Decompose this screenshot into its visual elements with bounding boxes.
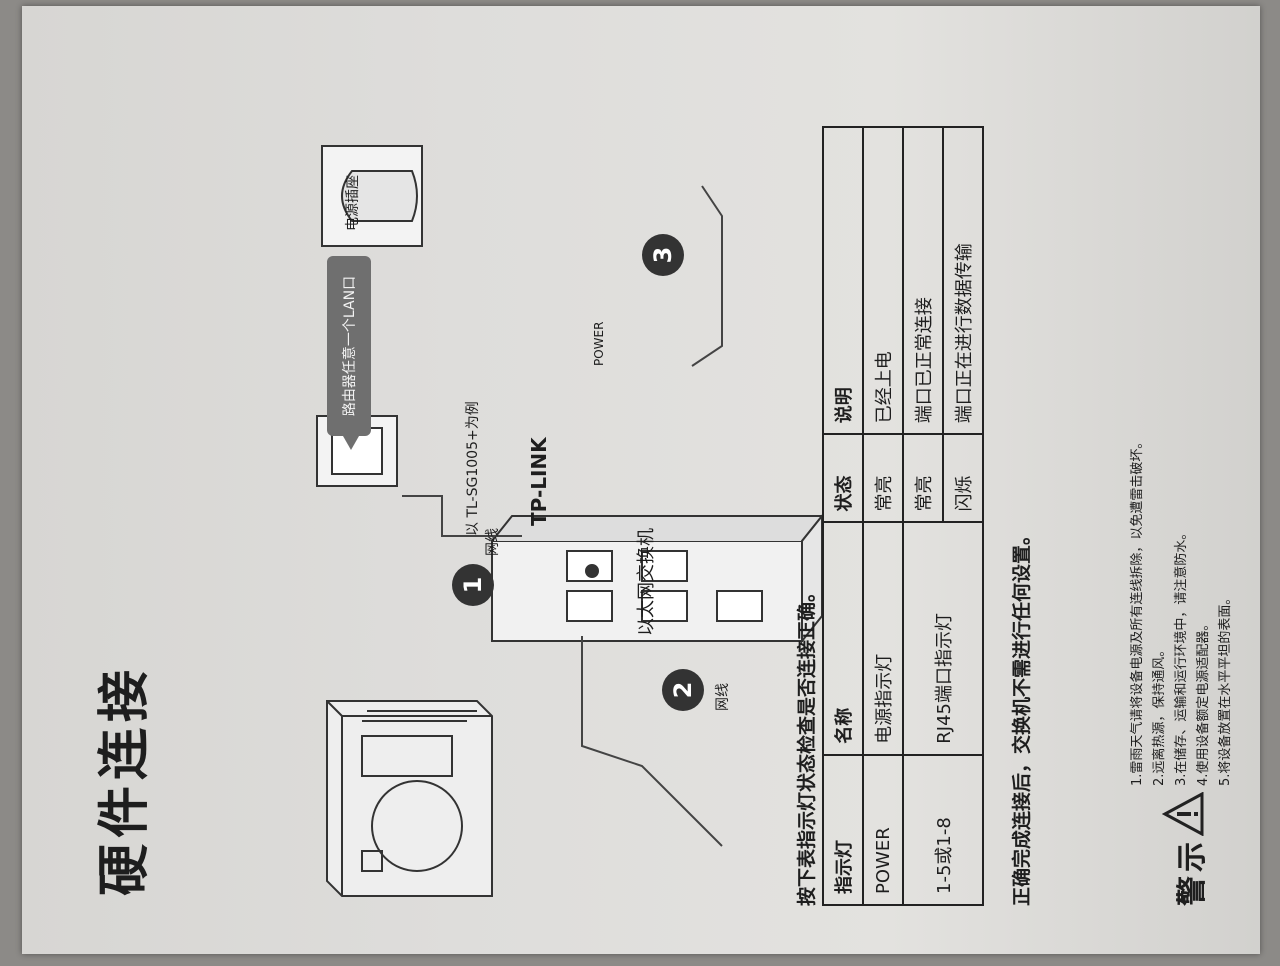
cable-label-1: 网线 [485, 528, 501, 556]
step-2-badge: 2 [662, 669, 704, 711]
cell-state: 闪烁 [943, 434, 983, 523]
ethernet-switch-icon [491, 513, 825, 644]
warning-title: 警示 [1175, 838, 1210, 906]
cable-lines [402, 185, 723, 847]
warning-icon [1162, 792, 1204, 836]
cell-led: 1-5或1-8 [903, 754, 983, 905]
warning-item: 2.远离热源，保持通风。 [1152, 643, 1167, 786]
status-table: 指示灯 名称 状态 说明 POWER 电源指示灯 常亮 已经上电 1-5或1-8… [822, 126, 984, 906]
router-lan-callout: 路由器任意一个LAN口 [327, 256, 371, 436]
cell-name: RJ45端口指示灯 [903, 522, 983, 755]
cell-desc: 已经上电 [863, 127, 903, 435]
cell-desc: 端口正在进行数据传输 [943, 127, 983, 435]
connection-diagram [316, 145, 825, 897]
step-3-badge: 3 [642, 234, 684, 276]
switch-brand: TP-LINK [527, 437, 551, 526]
col-desc: 说明 [823, 127, 863, 435]
warning-item: 1.雷雨天气请将设备电源及所有连线拆除，以免遭雷击破坏。 [1130, 435, 1145, 786]
rotated-content: 硬件连接 [22, 6, 1280, 966]
cell-state: 常亮 [903, 434, 943, 523]
col-state: 状态 [823, 434, 863, 523]
switch-label: 以太网交换机 [636, 528, 657, 636]
col-name: 名称 [823, 522, 863, 755]
col-led: 指示灯 [823, 754, 863, 905]
cell-desc: 端口已正常连接 [903, 127, 943, 435]
step-1-badge: 1 [452, 564, 494, 606]
table-row: 1-5或1-8 RJ45端口指示灯 常亮 端口已正常连接 [903, 127, 983, 905]
warning-list: 1.雷雨天气请将设备电源及所有连线拆除，以免遭雷击破坏。 2.远离热源，保持通风… [1127, 436, 1237, 786]
cable-label-2: 网线 [715, 683, 731, 711]
warning-item: 3.在储存、运输和运行环境中，请注意防水。 [1174, 526, 1189, 786]
power-port-label: POWER [592, 321, 606, 366]
warning-item: 5.将设备放置在水平平坦的表面。 [1218, 591, 1233, 786]
cell-state: 常亮 [863, 434, 903, 523]
table-row: POWER 电源指示灯 常亮 已经上电 [863, 127, 903, 905]
table-header-row: 指示灯 名称 状态 说明 [823, 127, 863, 905]
cell-name: 电源指示灯 [863, 522, 903, 755]
wall-socket-icon [321, 145, 423, 247]
computer-tower-icon [326, 700, 493, 897]
warning-item: 4.使用设备额定电源适配器。 [1196, 617, 1211, 786]
model-note: 以 TL-SG1005+为例 [465, 401, 481, 536]
table-intro: 按下表指示灯状态检查是否连接正确。 [796, 582, 818, 906]
manual-page: 硬件连接 [22, 6, 1260, 954]
power-socket-label: 电源插座 [345, 175, 361, 231]
setup-note: 正确完成连接后，交换机不需进行任何设置。 [1011, 525, 1033, 906]
cell-led: POWER [863, 754, 903, 905]
